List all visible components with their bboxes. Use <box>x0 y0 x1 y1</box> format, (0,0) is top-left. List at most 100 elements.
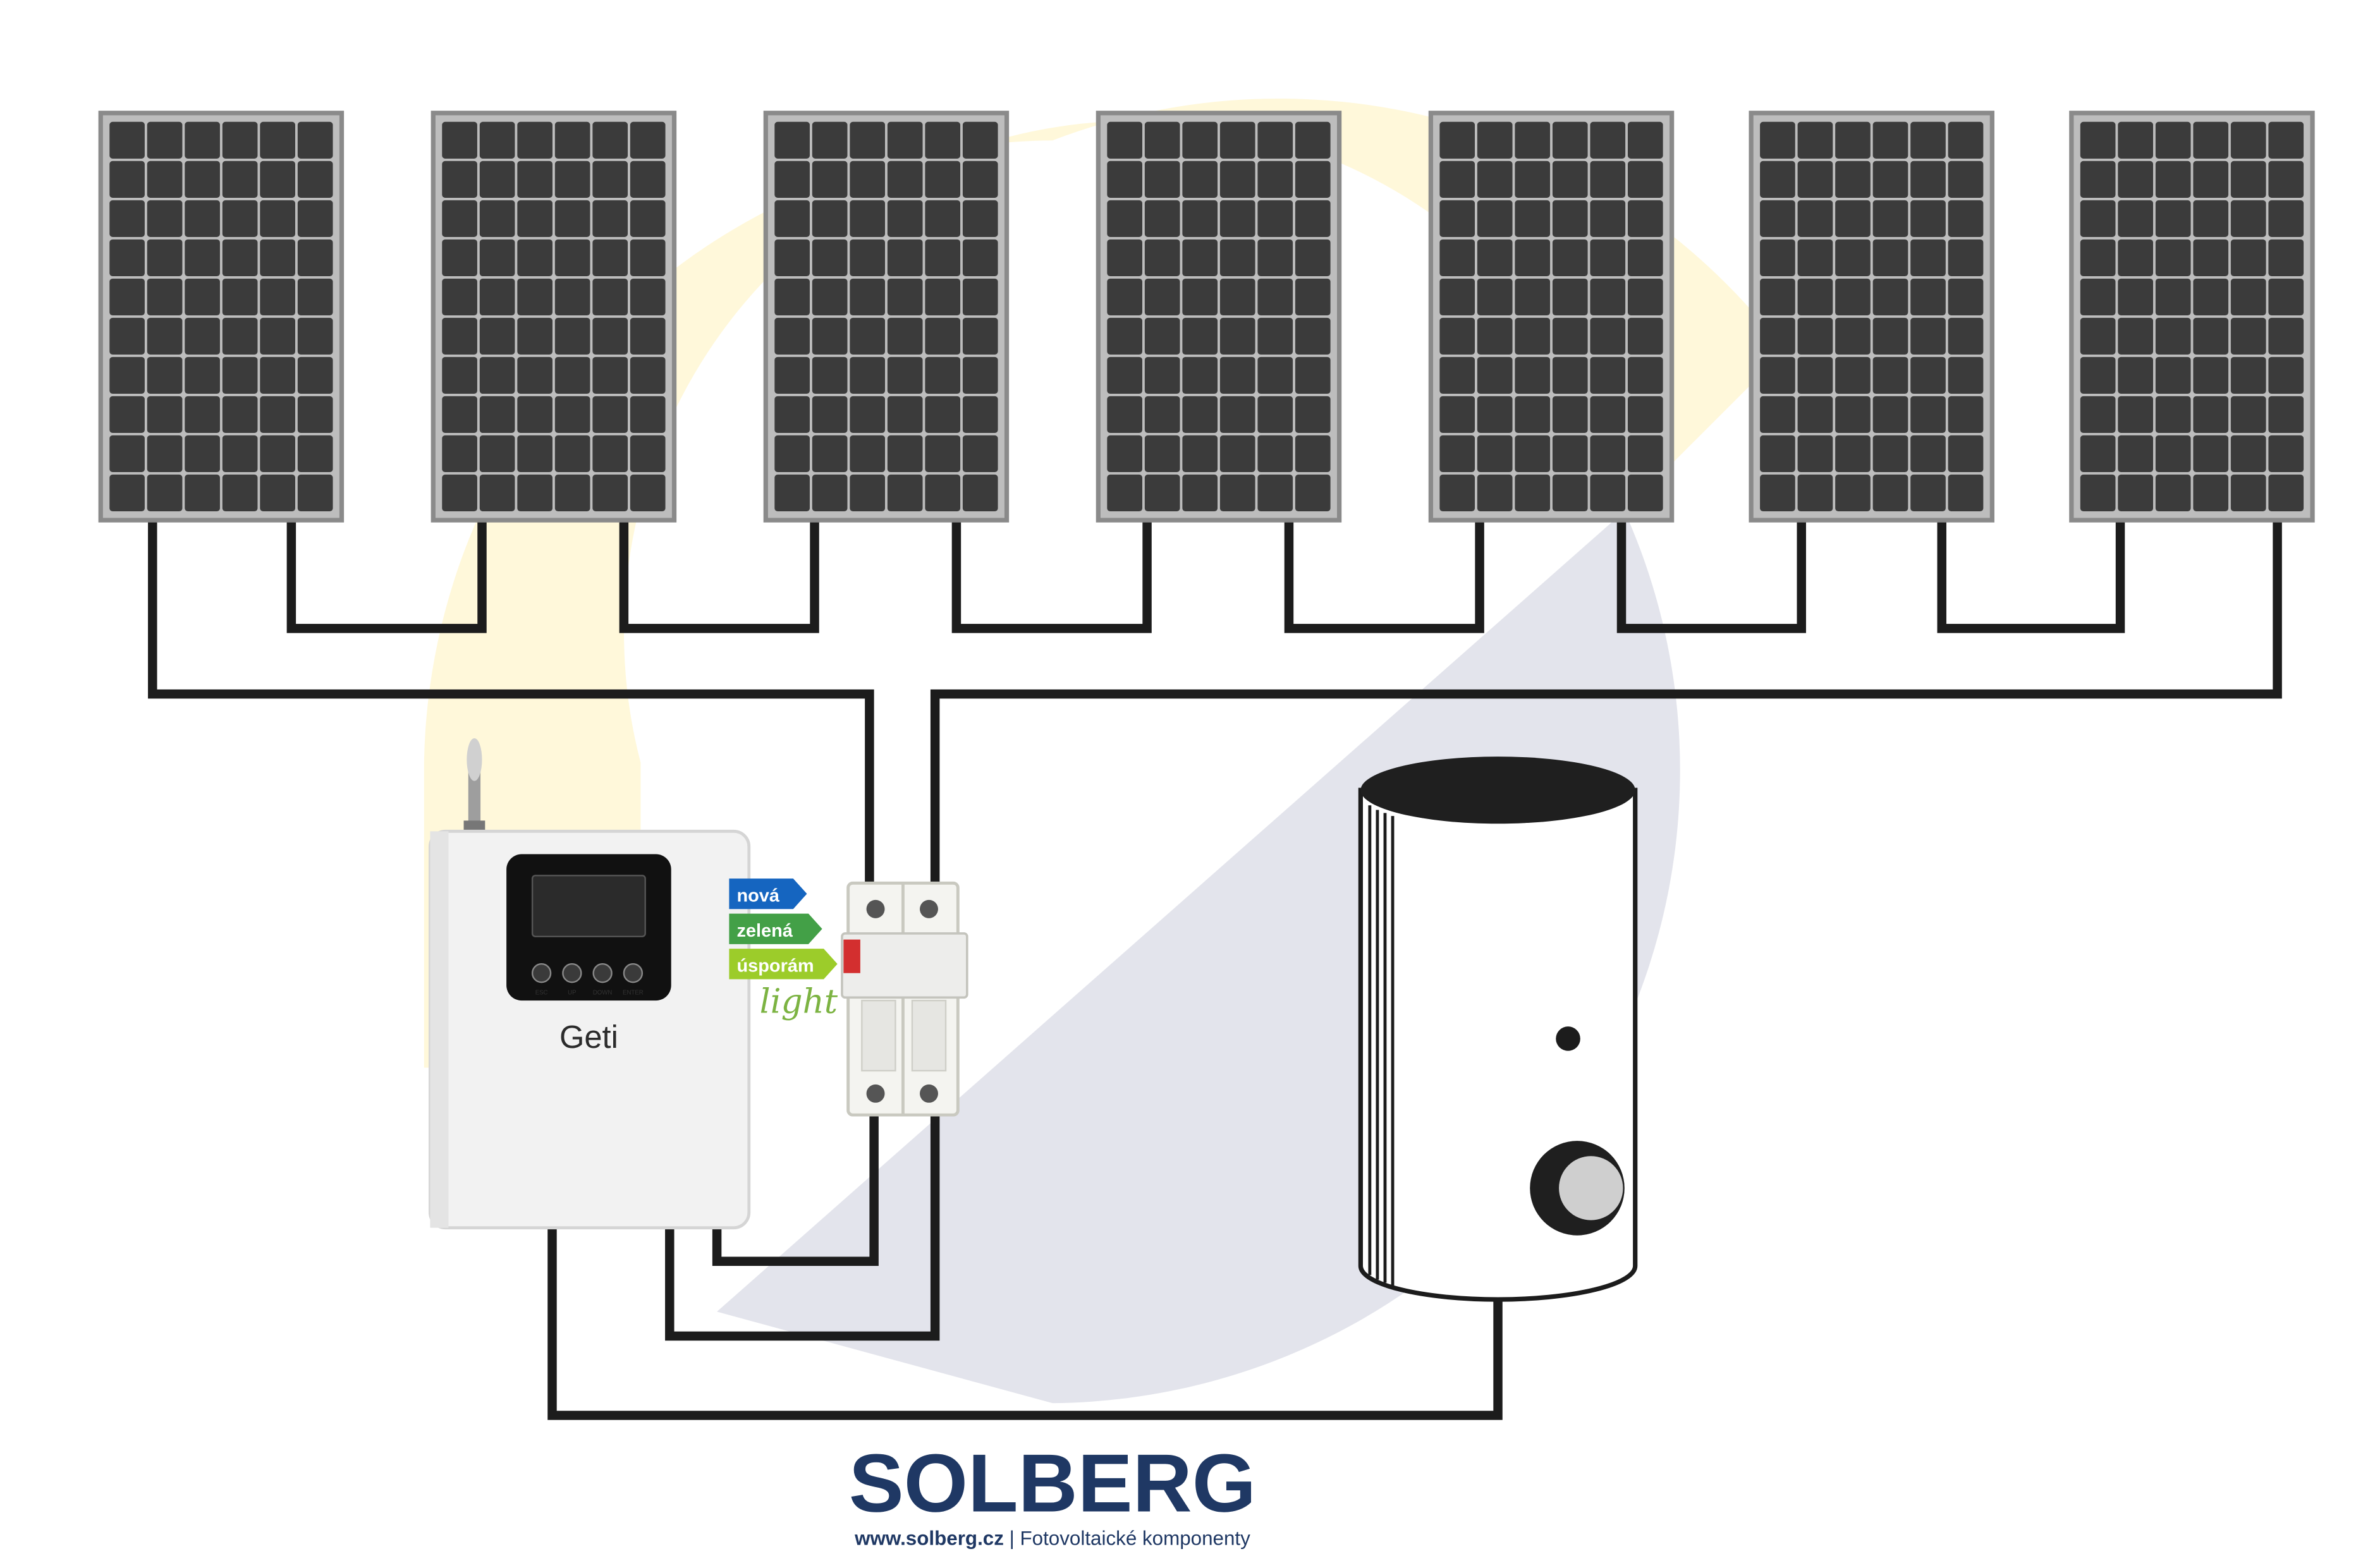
panel-cell <box>592 356 628 394</box>
panel-cell <box>887 356 923 394</box>
panel-cell <box>260 161 295 198</box>
enter-button[interactable] <box>623 963 644 983</box>
panel-cell <box>2080 278 2116 315</box>
panel-cell <box>1835 474 1871 512</box>
panel-cell <box>1107 200 1142 237</box>
panel-cell <box>887 435 923 473</box>
panel-cell <box>1797 278 1833 315</box>
panel-cell <box>1439 396 1475 434</box>
panel-cell <box>850 121 886 159</box>
panel-cell <box>297 200 333 237</box>
panel-cell <box>442 356 477 394</box>
panel-cell <box>1257 121 1293 159</box>
panel-cell <box>147 121 183 159</box>
solar-panels <box>98 111 2315 523</box>
panel-cell <box>925 396 961 434</box>
panel-cell <box>260 200 295 237</box>
panel-cell <box>592 278 628 315</box>
panel-cell <box>1107 121 1142 159</box>
panel-cell <box>630 356 666 394</box>
panel-cell <box>1590 396 1626 434</box>
panel-cell <box>1182 200 1218 237</box>
panel-cell <box>592 474 628 512</box>
panel-cell <box>2118 435 2153 473</box>
panel-cell <box>1835 278 1871 315</box>
panel-cell <box>2155 435 2191 473</box>
panel-cell <box>517 161 553 198</box>
tag-zelena <box>729 913 822 944</box>
panel-cell <box>1760 356 1795 394</box>
panel-cell <box>1439 239 1475 276</box>
panel-cell <box>1797 356 1833 394</box>
panel-cell <box>1144 161 1180 198</box>
solar-panel <box>430 111 677 523</box>
panel-cell <box>1760 474 1795 512</box>
panel-cell <box>1872 356 1908 394</box>
panel-cell <box>774 278 810 315</box>
panel-cell <box>1590 474 1626 512</box>
panel-cell <box>147 239 183 276</box>
down-button[interactable] <box>592 963 613 983</box>
panel-cell <box>850 435 886 473</box>
panel-cell <box>222 317 258 355</box>
fuse-screw-bl <box>866 1084 885 1103</box>
panel-cell <box>1627 356 1663 394</box>
panel-cell <box>1872 317 1908 355</box>
panel-cell <box>442 396 477 434</box>
panel-cell <box>1590 435 1626 473</box>
panel-cell <box>962 278 998 315</box>
panel-cell <box>260 239 295 276</box>
panel-cell <box>2193 317 2229 355</box>
panel-cell <box>1257 278 1293 315</box>
panel-cell <box>1797 200 1833 237</box>
panel-cell <box>630 396 666 434</box>
panel-cell <box>1182 161 1218 198</box>
panel-cell <box>812 278 848 315</box>
panel-cell <box>2155 317 2191 355</box>
solar-panel <box>1428 111 1675 523</box>
panel-cell <box>1439 435 1475 473</box>
panel-cell <box>2155 396 2191 434</box>
panel-cell <box>1182 474 1218 512</box>
panel-cell <box>1439 278 1475 315</box>
panel-cell <box>1257 161 1293 198</box>
wiring <box>148 520 2282 1420</box>
panel-cell <box>2118 278 2153 315</box>
panel-cell <box>297 278 333 315</box>
panel-cell <box>1295 278 1331 315</box>
panel-cell <box>592 121 628 159</box>
panel-cell <box>1797 239 1833 276</box>
panel-cell <box>887 239 923 276</box>
panel-cell <box>925 435 961 473</box>
panel-cell <box>1515 435 1551 473</box>
panel-cell <box>774 317 810 355</box>
esc-button[interactable] <box>531 963 552 983</box>
panel-cell <box>1552 239 1588 276</box>
panel-cell <box>554 317 590 355</box>
panel-cell <box>2118 121 2153 159</box>
panel-cell <box>812 200 848 237</box>
tank-indicator <box>1556 1026 1580 1051</box>
panel-cell <box>1797 121 1833 159</box>
panel-cell <box>1477 435 1513 473</box>
panel-cell <box>1144 317 1180 355</box>
tag-light-text: light <box>760 982 838 1021</box>
panel-cell <box>517 435 553 473</box>
panel-cell <box>1910 317 1946 355</box>
up-button[interactable] <box>562 963 582 983</box>
logo-url[interactable]: www.solberg.cz <box>854 1528 1004 1550</box>
panel-cell <box>1948 239 1984 276</box>
panel-cell <box>185 396 220 434</box>
panel-cell <box>1219 435 1255 473</box>
panel-cell <box>222 356 258 394</box>
panel-cell <box>1219 121 1255 159</box>
panel-cell <box>517 121 553 159</box>
panel-cell <box>1948 200 1984 237</box>
panel-cell <box>1552 474 1588 512</box>
panel-cell <box>774 239 810 276</box>
panel-cell <box>517 356 553 394</box>
panel-cell <box>812 317 848 355</box>
panel-cell <box>1872 278 1908 315</box>
panel-cell <box>517 200 553 237</box>
panel-cell <box>1257 396 1293 434</box>
